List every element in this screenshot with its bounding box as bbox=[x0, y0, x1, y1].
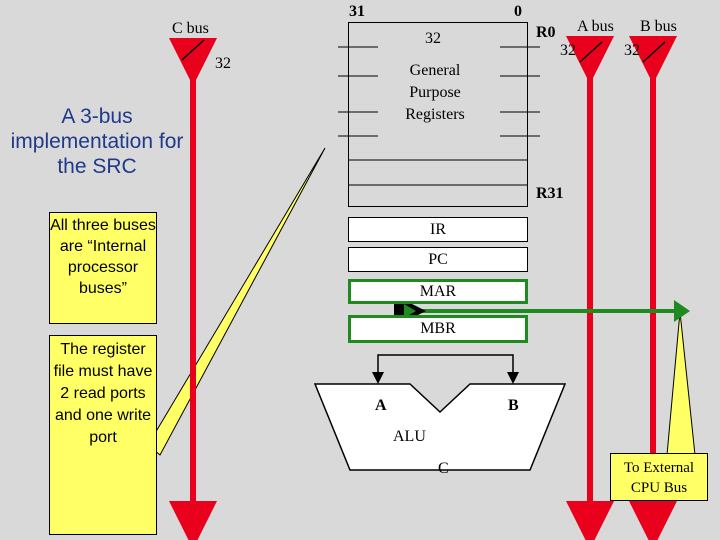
alu-b-label: B bbox=[508, 397, 519, 414]
external-bus-callout-pointer bbox=[666, 311, 696, 456]
alu-label: ALU bbox=[393, 428, 426, 445]
r31-label: R31 bbox=[536, 185, 564, 202]
a-bus-width-slash bbox=[579, 41, 603, 63]
slide-title: A 3-bus implementation for the SRC bbox=[10, 105, 184, 179]
alu-c-label: C bbox=[438, 460, 449, 477]
register-file-callout-pointer bbox=[147, 147, 326, 456]
bit-high-label: 31 bbox=[349, 3, 365, 20]
external-bus-arrowhead bbox=[674, 300, 690, 322]
bit-low-label: 0 bbox=[514, 3, 522, 20]
pc-register: PC bbox=[348, 247, 528, 272]
register-width-label: 32 bbox=[425, 30, 441, 47]
ir-register: IR bbox=[348, 217, 528, 242]
a-bus-width-label: 32 bbox=[560, 42, 576, 59]
register-file-note: The register file must have 2 read ports… bbox=[49, 335, 157, 535]
register-file bbox=[348, 22, 528, 207]
c-bus-width-slash bbox=[181, 39, 205, 61]
mbr-register: MBR bbox=[348, 315, 528, 343]
external-bus-note: To External CPU Bus bbox=[610, 453, 708, 501]
b-bus-label: B bus bbox=[640, 18, 677, 35]
mar-register: MAR bbox=[348, 279, 528, 304]
b-bus-width-label: 32 bbox=[624, 42, 640, 59]
alu-a-label: A bbox=[375, 397, 387, 414]
b-bus-width-slash bbox=[642, 41, 666, 63]
alu-shape bbox=[313, 383, 567, 471]
internal-buses-note: All three buses are “Internal processor … bbox=[49, 212, 157, 324]
alu-a-input bbox=[372, 354, 440, 384]
c-bus-label: C bus bbox=[172, 20, 209, 37]
a-bus-label: A bus bbox=[577, 18, 614, 35]
gpr-label: General Purpose Registers bbox=[405, 62, 465, 123]
alu-b-input bbox=[440, 354, 519, 384]
r0-label: R0 bbox=[536, 24, 556, 41]
c-bus-width-label: 32 bbox=[215, 55, 231, 72]
